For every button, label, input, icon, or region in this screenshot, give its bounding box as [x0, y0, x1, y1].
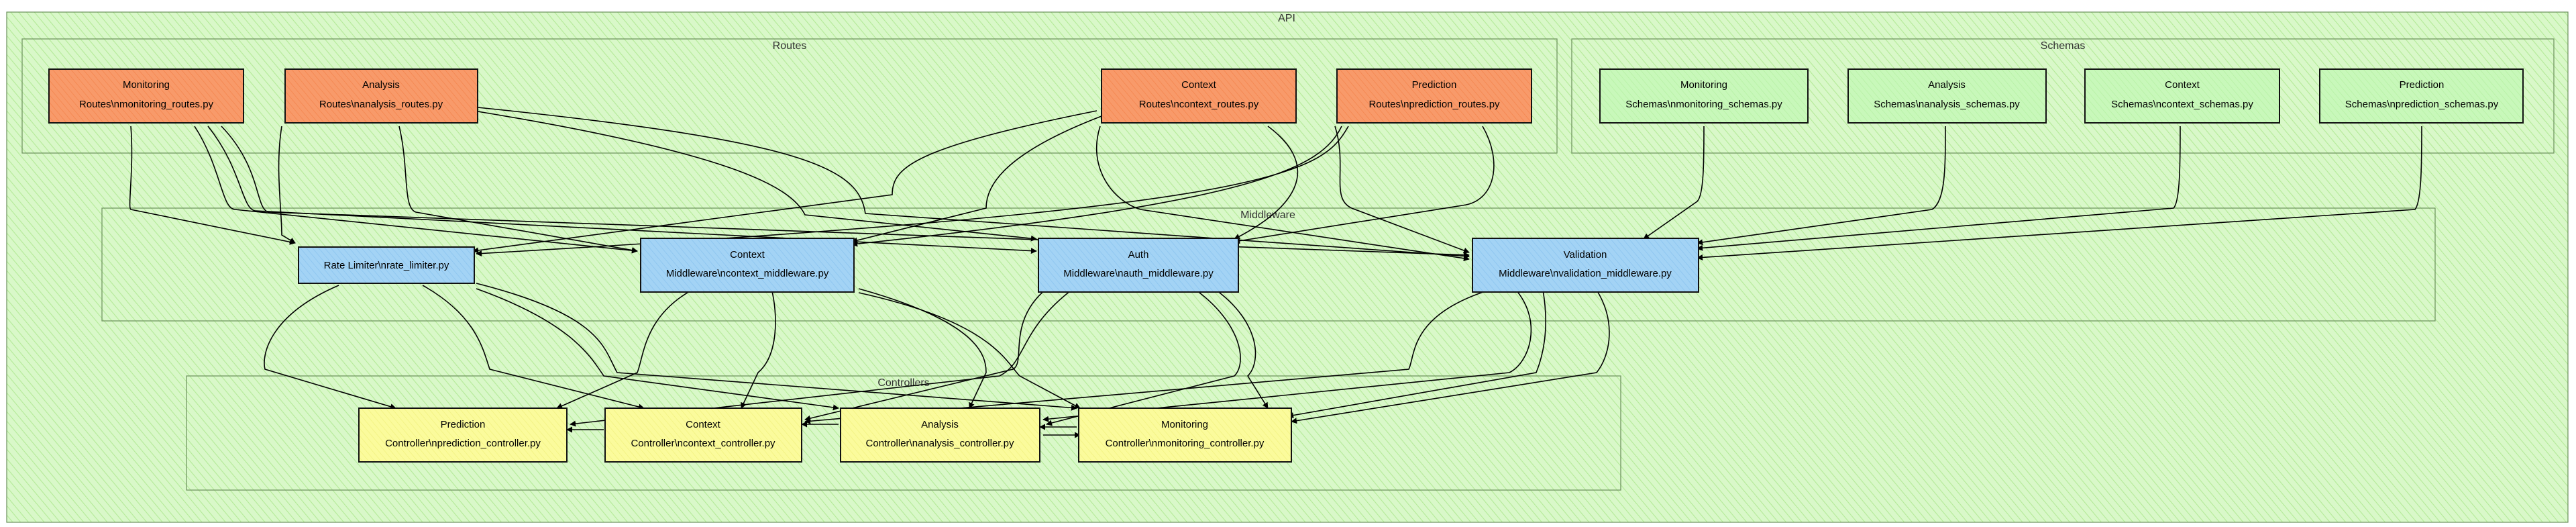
edge: [1697, 126, 1946, 246]
node-subtitle: Middleware\nvalidation_middleware.py: [1499, 268, 1672, 279]
node-title: Analysis: [362, 79, 400, 91]
edge: [477, 111, 1037, 242]
edge: [1234, 126, 1299, 240]
node-title: Context: [1181, 79, 1217, 91]
node-subtitle: Controller\ncontext_controller.py: [631, 438, 775, 449]
node-title: Analysis: [1928, 79, 1966, 91]
edge: [1046, 288, 1241, 426]
group-routes: Routes: [21, 38, 1558, 154]
edge: [476, 288, 839, 411]
edge: [1334, 126, 1470, 254]
edge: [129, 126, 296, 245]
node-title: Monitoring: [123, 79, 170, 91]
edge: [556, 288, 695, 409]
node-subtitle: Routes\nprediction_routes.py: [1368, 99, 1500, 110]
node-subtitle: Middleware\nauth_middleware.py: [1063, 268, 1214, 279]
node-routes-context[interactable]: Context Routes\ncontext_routes.py: [1101, 68, 1297, 124]
node-subtitle: Routes\nanalysis_routes.py: [319, 99, 443, 110]
node-title: Prediction: [2400, 79, 2445, 91]
node-title: Context: [2165, 79, 2200, 91]
edge: [851, 126, 1342, 247]
node-schemas-analysis[interactable]: Analysis Schemas\nanalysis_schemas.py: [1847, 68, 2047, 124]
edge: [398, 126, 638, 254]
edge: [221, 126, 1470, 258]
edge: [1042, 289, 1532, 422]
edge: [476, 283, 1077, 411]
edge: [1643, 126, 1705, 240]
node-subtitle: Middleware\ncontext_middleware.py: [666, 268, 829, 279]
node-routes-prediction[interactable]: Prediction Routes\nprediction_routes.py: [1336, 68, 1532, 124]
node-title: Prediction: [441, 419, 486, 430]
node-subtitle: Controller\nmonitoring_controller.py: [1106, 438, 1265, 449]
node-middleware-context[interactable]: Context Middleware\ncontext_middleware.p…: [640, 238, 855, 293]
node-subtitle: Controller\nprediction_controller.py: [385, 438, 541, 449]
node-routes-analysis[interactable]: Analysis Routes\nanalysis_routes.py: [284, 68, 478, 124]
edge: [858, 288, 987, 409]
node-schemas-monitoring[interactable]: Monitoring Schemas\nmonitoring_schemas.p…: [1599, 68, 1809, 124]
group-controllers-title: Controllers: [877, 377, 929, 389]
node-controller-monitoring[interactable]: Monitoring Controller\nmonitoring_contro…: [1078, 408, 1292, 463]
node-title: Monitoring: [1680, 79, 1727, 91]
node-title: Auth: [1128, 249, 1149, 260]
node-routes-monitoring[interactable]: Monitoring Routes\nmonitoring_routes.py: [48, 68, 244, 124]
edge: [851, 113, 1108, 244]
edge: [1234, 126, 1495, 244]
edges: [129, 107, 2422, 438]
edge: [858, 292, 1081, 409]
node-controller-analysis[interactable]: Analysis Controller\nanalysis_controller…: [840, 408, 1040, 463]
group-routes-title: Routes: [773, 40, 807, 52]
node-subtitle: Routes\ncontext_routes.py: [1139, 99, 1259, 110]
node-subtitle: Schemas\ncontext_schemas.py: [2111, 99, 2253, 110]
node-schemas-prediction[interactable]: Prediction Schemas\nprediction_schemas.p…: [2319, 68, 2524, 124]
node-middleware-auth[interactable]: Auth Middleware\nauth_middleware.py: [1038, 238, 1239, 293]
node-controller-prediction[interactable]: Prediction Controller\nprediction_contro…: [358, 408, 568, 463]
edge: [1287, 289, 1546, 419]
node-middleware-validation[interactable]: Validation Middleware\nvalidation_middle…: [1472, 238, 1699, 293]
edge: [1697, 126, 2181, 251]
group-api-title: API: [1278, 13, 1295, 24]
node-schemas-context[interactable]: Context Schemas\ncontext_schemas.py: [2084, 68, 2280, 124]
edge: [1214, 288, 1269, 409]
node-title: Validation: [1564, 249, 1607, 260]
node-title: Monitoring: [1161, 419, 1208, 430]
group-middleware-title: Middleware: [1240, 209, 1295, 221]
node-title: Analysis: [921, 419, 959, 430]
edge: [422, 285, 645, 410]
edge: [804, 288, 1047, 422]
edge: [278, 126, 296, 244]
edge: [194, 126, 638, 254]
node-middleware-rate-limiter[interactable]: Rate Limiter\nrate_limiter.py: [298, 246, 475, 284]
edge: [264, 285, 396, 410]
edge: [804, 289, 1490, 424]
edge: [472, 110, 1097, 254]
node-subtitle: Routes\nmonitoring_routes.py: [79, 99, 214, 110]
edge: [1291, 289, 1610, 424]
node-subtitle: Rate Limiter\nrate_limiter.py: [324, 260, 449, 271]
group-schemas-title: Schemas: [2041, 40, 2086, 52]
node-subtitle: Schemas\nmonitoring_schemas.py: [1625, 99, 1782, 110]
node-subtitle: Schemas\nanalysis_schemas.py: [1874, 99, 2020, 110]
node-subtitle: Schemas\nprediction_schemas.py: [2345, 99, 2499, 110]
group-middleware: Middleware: [101, 207, 2436, 322]
node-title: Context: [730, 249, 765, 260]
node-subtitle: Controller\nanalysis_controller.py: [866, 438, 1014, 449]
node-title: Context: [686, 419, 721, 430]
node-title: Prediction: [1412, 79, 1457, 91]
node-controller-context[interactable]: Context Controller\ncontext_controller.p…: [604, 408, 802, 463]
edge: [570, 288, 1074, 427]
edge: [1697, 126, 2422, 260]
edge: [476, 126, 1349, 257]
edge: [741, 288, 776, 409]
edge: [207, 126, 1037, 254]
